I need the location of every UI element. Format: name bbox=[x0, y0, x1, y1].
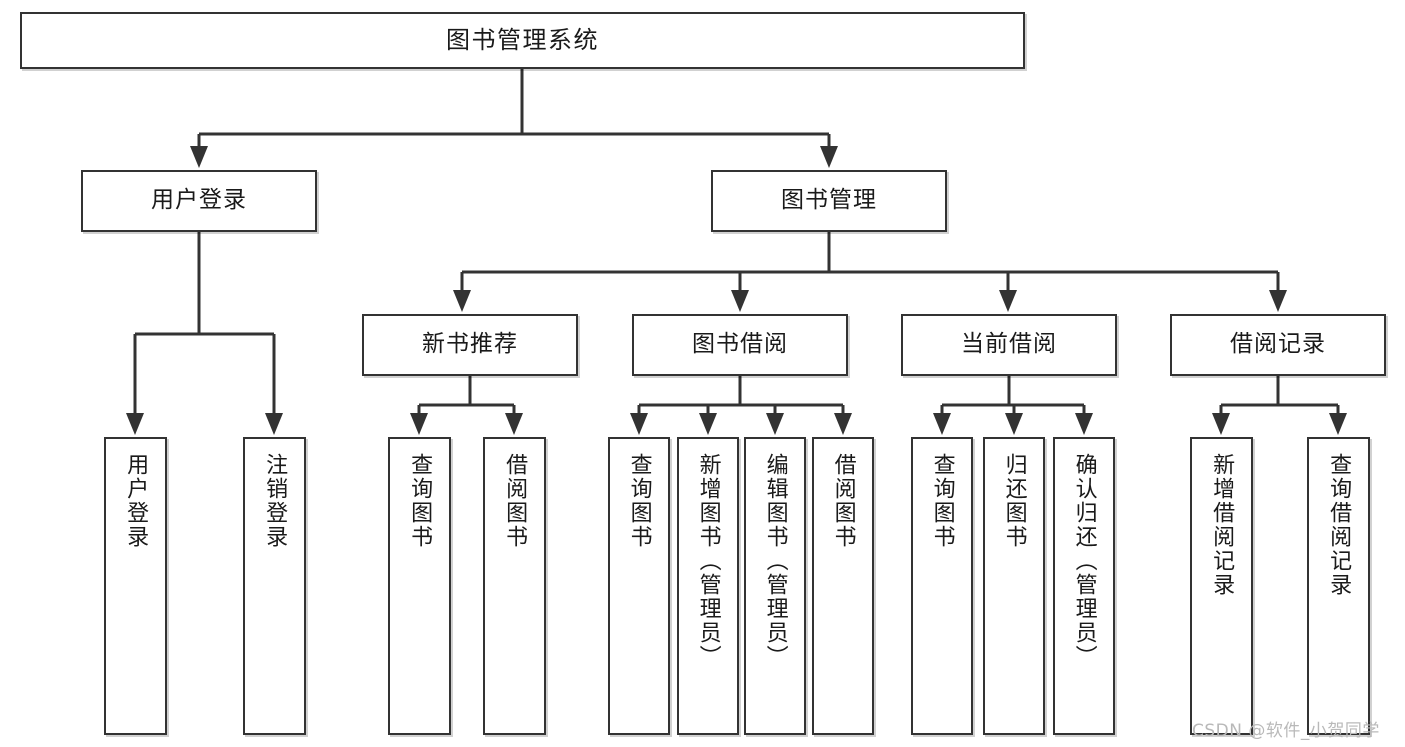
leaf-label: 借阅图书 bbox=[830, 453, 856, 549]
level3-box[interactable]: 图书借阅 bbox=[632, 314, 848, 376]
leaf-label: 查询图书 bbox=[407, 453, 433, 549]
leaf-box[interactable]: 新增图书（管理员） bbox=[677, 437, 739, 735]
leaf-label: 确认归还（管理员） bbox=[1071, 453, 1097, 669]
leaf-label: 新增图书（管理员） bbox=[695, 453, 721, 669]
leaf-box[interactable]: 编辑图书（管理员） bbox=[744, 437, 806, 735]
level2-label: 用户登录 bbox=[151, 187, 247, 214]
leaf-box[interactable]: 归还图书 bbox=[983, 437, 1045, 735]
level3-box[interactable]: 新书推荐 bbox=[362, 314, 578, 376]
leaf-box[interactable]: 新增借阅记录 bbox=[1190, 437, 1253, 735]
leaf-box[interactable]: 查询图书 bbox=[608, 437, 670, 735]
leaf-label: 查询图书 bbox=[626, 453, 652, 549]
leaf-box[interactable]: 查询借阅记录 bbox=[1307, 437, 1370, 735]
root-label: 图书管理系统 bbox=[446, 26, 599, 55]
leaf-box[interactable]: 查询图书 bbox=[911, 437, 973, 735]
level3-label: 新书推荐 bbox=[422, 331, 518, 358]
leaf-label: 新增借阅记录 bbox=[1209, 453, 1235, 597]
level3-label: 借阅记录 bbox=[1230, 331, 1326, 358]
watermark: CSDN @软件_小贺同学 bbox=[1192, 721, 1380, 741]
leaf-label: 查询图书 bbox=[929, 453, 955, 549]
root-box[interactable]: 图书管理系统 bbox=[20, 12, 1025, 69]
leaf-label: 借阅图书 bbox=[502, 453, 528, 549]
level2-box[interactable]: 图书管理 bbox=[711, 170, 947, 232]
leaf-label: 注销登录 bbox=[262, 453, 288, 549]
level3-label: 图书借阅 bbox=[692, 331, 788, 358]
leaf-label: 用户登录 bbox=[123, 453, 149, 549]
level2-box[interactable]: 用户登录 bbox=[81, 170, 317, 232]
level3-box[interactable]: 当前借阅 bbox=[901, 314, 1117, 376]
level2-label: 图书管理 bbox=[781, 187, 877, 214]
level3-box[interactable]: 借阅记录 bbox=[1170, 314, 1386, 376]
leaf-label: 查询借阅记录 bbox=[1326, 453, 1352, 597]
leaf-label: 编辑图书（管理员） bbox=[762, 453, 788, 669]
leaf-box[interactable]: 注销登录 bbox=[243, 437, 306, 735]
leaf-box[interactable]: 借阅图书 bbox=[483, 437, 546, 735]
leaf-box[interactable]: 确认归还（管理员） bbox=[1053, 437, 1115, 735]
leaf-box[interactable]: 借阅图书 bbox=[812, 437, 874, 735]
leaf-box[interactable]: 查询图书 bbox=[388, 437, 451, 735]
level3-label: 当前借阅 bbox=[961, 331, 1057, 358]
leaf-box[interactable]: 用户登录 bbox=[104, 437, 167, 735]
leaf-label: 归还图书 bbox=[1001, 453, 1027, 549]
